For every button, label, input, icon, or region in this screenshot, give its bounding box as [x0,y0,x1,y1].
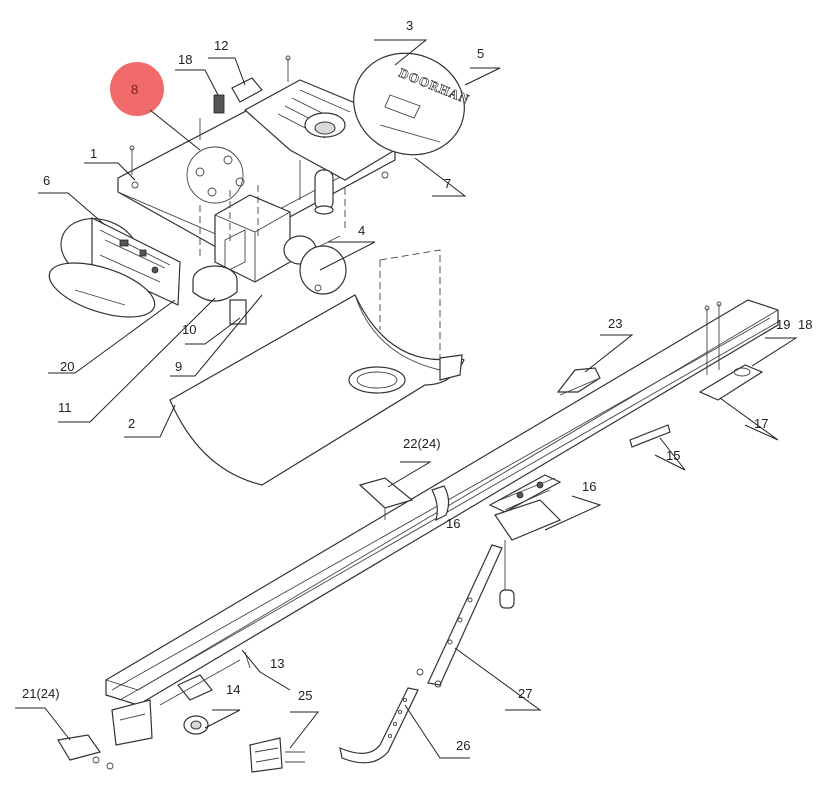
callout-9: 9 [175,359,182,374]
callout-22: 22(24) [403,436,441,451]
callout-4: 4 [358,223,365,238]
header-bracket [57,734,114,770]
callout-2: 2 [128,416,135,431]
rail [105,299,779,706]
carriage [488,474,562,609]
callout-23: 23 [608,316,622,331]
callout-18-rail: 18 [798,317,812,332]
door-bracket [249,737,305,773]
bent-arm [339,687,419,764]
rail-end-sensor [698,301,764,401]
callout-14: 14 [226,682,240,697]
callout-10: 10 [182,322,196,337]
callout-25: 25 [298,688,312,703]
door-arm [416,544,503,688]
callout-5: 5 [477,46,484,61]
rail-mount-bracket [358,477,414,520]
rail-end-bracket [111,659,241,746]
lamp-cover: DOORHAN [353,52,472,156]
callout-18-head: 18 [178,52,192,67]
limit-stop [629,424,671,448]
callout-16-rail: 16 [446,516,460,531]
callout-15: 15 [666,448,680,463]
callout-19: 19 [776,317,790,332]
callout-27: 27 [518,686,532,701]
callout-3: 3 [406,18,413,33]
callout-1: 1 [90,146,97,161]
screws [129,55,291,175]
callout-13: 13 [270,656,284,671]
drive-shaft [299,160,334,215]
control-board-assembly [48,217,181,318]
callout-7: 7 [444,176,451,191]
assembly-guides [199,185,441,360]
highlight-marker: 8 [110,62,201,151]
hanger-bracket [556,367,601,396]
callout-16: 16 [582,479,596,494]
motor-capacitor [283,235,347,295]
leader-lines [15,39,798,759]
highlight-circle [110,62,164,116]
pulley [177,674,213,735]
callout-17: 17 [754,416,768,431]
callout-20: 20 [60,359,74,374]
callout-6: 6 [43,173,50,188]
callout-11: 11 [58,400,72,415]
transformer [214,194,291,283]
callout-12: 12 [214,38,228,53]
callouts: 1 2 3 4 5 6 7 9 10 11 12 13 14 15 16 16 … [22,18,812,753]
lower-cover [169,294,465,486]
callout-21: 21(24) [22,686,60,701]
motor-drum [192,265,247,325]
callout-26: 26 [456,738,470,753]
highlight-label: 8 [131,82,138,97]
